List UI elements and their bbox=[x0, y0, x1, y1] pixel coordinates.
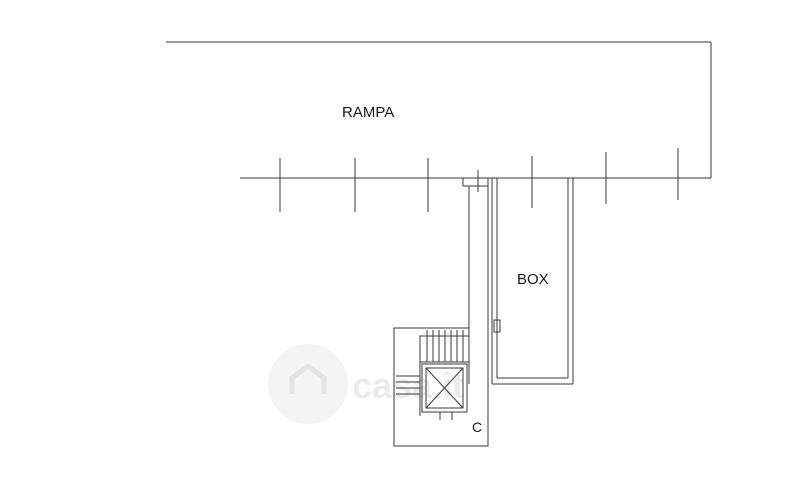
ramp-label: RAMPA bbox=[342, 104, 394, 121]
watermark-text: casa.it bbox=[352, 365, 464, 406]
stair-treads bbox=[396, 330, 469, 416]
garage-door-marker bbox=[493, 319, 501, 333]
ramp-outline bbox=[166, 41, 712, 179]
watermark-logo-circle bbox=[268, 344, 348, 424]
watermark: casa.it bbox=[268, 344, 464, 424]
ramp-ticks bbox=[279, 148, 679, 212]
elevator-shaft bbox=[421, 363, 468, 420]
stair-core-label: C bbox=[472, 419, 482, 435]
stair-core-outline bbox=[393, 327, 489, 447]
watermark-house-icon bbox=[289, 363, 327, 394]
garage-box bbox=[491, 178, 574, 385]
garage-label: BOX bbox=[517, 271, 549, 288]
corridor-walls bbox=[462, 178, 489, 384]
